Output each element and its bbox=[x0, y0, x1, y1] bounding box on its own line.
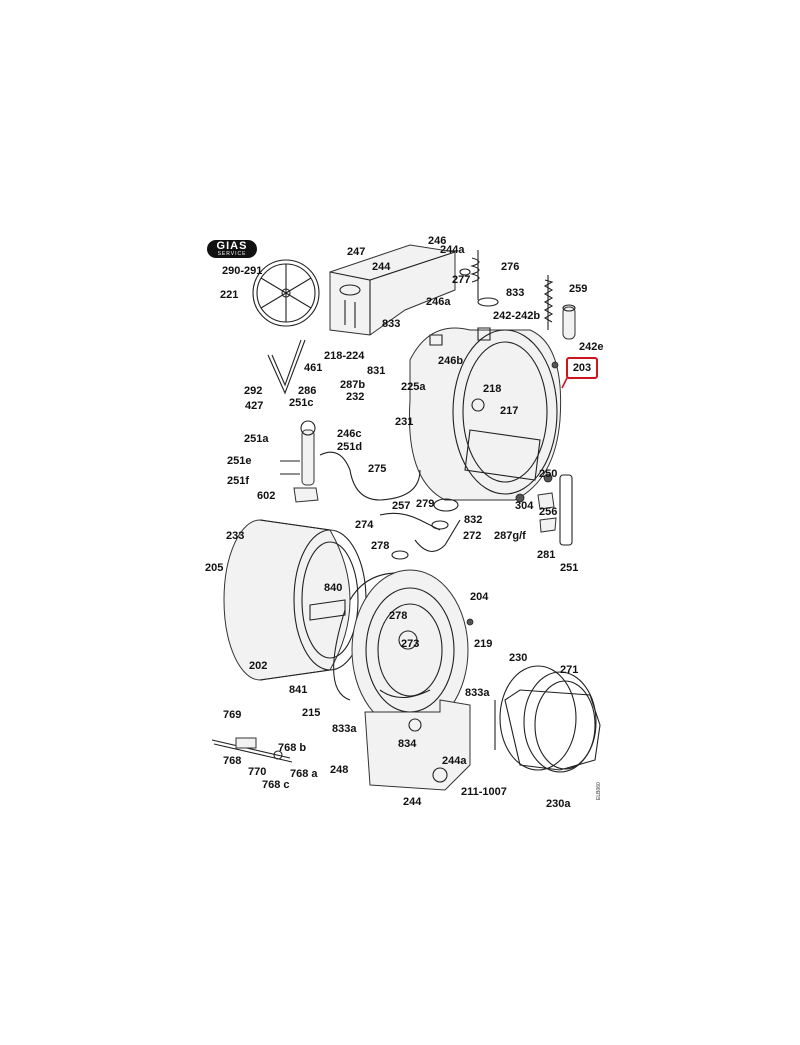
part-label: 833 bbox=[382, 318, 401, 330]
part-label: 259 bbox=[569, 283, 588, 295]
part-label: 840 bbox=[324, 582, 343, 594]
part-label: 251e bbox=[227, 455, 252, 467]
part-label: 768 a bbox=[290, 768, 318, 780]
part-label: 272 bbox=[463, 530, 482, 542]
part-label: 247 bbox=[347, 246, 366, 258]
part-label: 211-1007 bbox=[461, 786, 507, 798]
hose-drawing bbox=[319, 451, 461, 552]
part-label: 287g/f bbox=[494, 530, 526, 542]
highlighted-part-label[interactable]: 203 bbox=[566, 357, 598, 379]
logo-brand: GIAS bbox=[216, 240, 248, 252]
part-label: 230a bbox=[546, 798, 571, 810]
shock-absorber-drawing bbox=[459, 250, 499, 307]
part-label: 602 bbox=[257, 490, 276, 502]
part-label: 246c bbox=[337, 428, 362, 440]
part-label: 202 bbox=[249, 660, 268, 672]
part-label: 768 c bbox=[262, 779, 290, 791]
part-label: 221 bbox=[220, 289, 239, 301]
part-label: 832 bbox=[464, 514, 483, 526]
part-label: 204 bbox=[470, 591, 489, 603]
part-label: 246b bbox=[438, 355, 464, 367]
lower-counterweight-drawing bbox=[364, 699, 496, 791]
part-label: 286 bbox=[298, 385, 317, 397]
part-label: 290-291 bbox=[222, 265, 263, 277]
pulley-drawing bbox=[252, 259, 320, 327]
part-label: 278 bbox=[389, 610, 408, 622]
part-label: 215 bbox=[302, 707, 321, 719]
part-label: 218-224 bbox=[324, 350, 365, 362]
part-label: 251f bbox=[227, 475, 250, 487]
part-label: 244 bbox=[403, 796, 422, 808]
part-label: 271 bbox=[560, 664, 579, 676]
part-label: 232 bbox=[346, 391, 365, 403]
part-label: 831 bbox=[367, 365, 386, 377]
part-label: 246a bbox=[426, 296, 451, 308]
part-label: 833a bbox=[332, 723, 357, 735]
spring-drawing bbox=[543, 275, 576, 340]
part-label: 287b bbox=[340, 379, 366, 391]
part-label: 233 bbox=[226, 530, 245, 542]
part-label: 256 bbox=[539, 506, 558, 518]
part-label: 244a bbox=[440, 244, 465, 256]
part-label: 242-242b bbox=[493, 310, 541, 322]
drum-drawing bbox=[223, 519, 367, 681]
part-label: 841 bbox=[289, 684, 308, 696]
part-label: 225a bbox=[401, 381, 426, 393]
counterweight-drawing bbox=[329, 244, 456, 336]
pump-parts-drawing bbox=[391, 474, 573, 560]
part-label: 833a bbox=[465, 687, 490, 699]
part-label: 768 b bbox=[278, 742, 307, 754]
part-label: 770 bbox=[248, 766, 267, 778]
part-label: 251a bbox=[244, 433, 269, 445]
door-gasket-drawing bbox=[499, 665, 601, 773]
part-label: 244a bbox=[442, 755, 467, 767]
part-label: 257 bbox=[392, 500, 411, 512]
part-label: 217 bbox=[500, 405, 519, 417]
part-label: 278 bbox=[371, 540, 390, 552]
part-label: 230 bbox=[509, 652, 528, 664]
part-label: 279 bbox=[416, 498, 435, 510]
part-label: 427 bbox=[245, 400, 264, 412]
part-label: 251 bbox=[560, 562, 579, 574]
part-label: 244 bbox=[372, 261, 391, 273]
part-label: 205 bbox=[205, 562, 224, 574]
part-label: 231 bbox=[395, 416, 414, 428]
part-label: 834 bbox=[398, 738, 417, 750]
part-label: 274 bbox=[355, 519, 374, 531]
part-label: 218 bbox=[483, 383, 502, 395]
part-label: 242e bbox=[579, 341, 604, 353]
part-label: 281 bbox=[537, 549, 556, 561]
logo-sub: SERVICE bbox=[217, 251, 247, 257]
heater-drawing bbox=[211, 737, 293, 763]
document-code: ELB060 bbox=[596, 782, 602, 800]
part-label: 461 bbox=[304, 362, 323, 374]
gias-service-logo: GIAS SERVICE bbox=[207, 240, 257, 258]
part-label: 292 bbox=[244, 385, 263, 397]
part-label: 246 bbox=[428, 235, 447, 247]
part-label: 248 bbox=[330, 764, 349, 776]
part-label: 276 bbox=[501, 261, 520, 273]
part-label: 250 bbox=[539, 468, 558, 480]
part-label: 277 bbox=[452, 274, 471, 286]
part-label: 833 bbox=[506, 287, 525, 299]
tub-rear-drawing bbox=[408, 327, 562, 503]
part-label: 769 bbox=[223, 709, 242, 721]
tub-front-drawing bbox=[333, 569, 474, 731]
part-label: 219 bbox=[474, 638, 493, 650]
part-label: 768 bbox=[223, 755, 242, 767]
part-label: 275 bbox=[368, 463, 387, 475]
part-label: 304 bbox=[515, 500, 534, 512]
belt-drawing bbox=[267, 339, 306, 395]
part-label: 251d bbox=[337, 441, 363, 453]
part-label: 251c bbox=[289, 397, 314, 409]
damper-drawing bbox=[280, 420, 319, 503]
part-label: 273 bbox=[401, 638, 420, 650]
